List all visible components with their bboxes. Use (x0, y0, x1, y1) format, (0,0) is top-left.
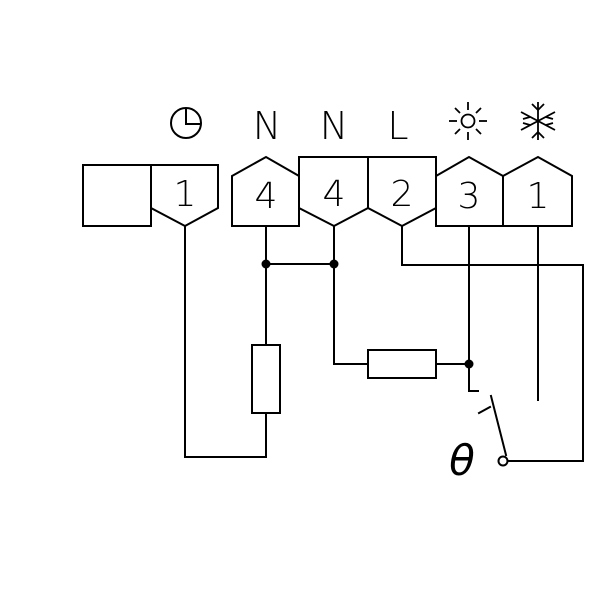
junction-dot-2 (329, 259, 339, 269)
terminal-2: 2 (391, 174, 414, 215)
terminal-1-right: 1 (527, 176, 550, 217)
wires (184, 225, 584, 462)
terminal-block (82, 155, 573, 228)
terminal-4-a: 4 (255, 176, 278, 217)
vertical-resistor (251, 344, 281, 414)
horizontal-resistor (367, 349, 437, 379)
snowflake-icon (520, 102, 556, 140)
terminal-4-b: 4 (323, 174, 346, 215)
switch-contact (497, 455, 509, 467)
thermostat-symbol: θ (449, 436, 475, 485)
terminal-1-left: 1 (174, 174, 197, 215)
junction-dot-3 (464, 359, 474, 369)
clock-icon (170, 107, 202, 139)
label-n-2: N (320, 104, 348, 148)
terminal-3: 3 (458, 176, 481, 217)
label-l: L (387, 104, 408, 148)
sun-icon (449, 102, 487, 140)
junction-dot-1 (261, 259, 271, 269)
label-n-1: N (253, 104, 281, 148)
